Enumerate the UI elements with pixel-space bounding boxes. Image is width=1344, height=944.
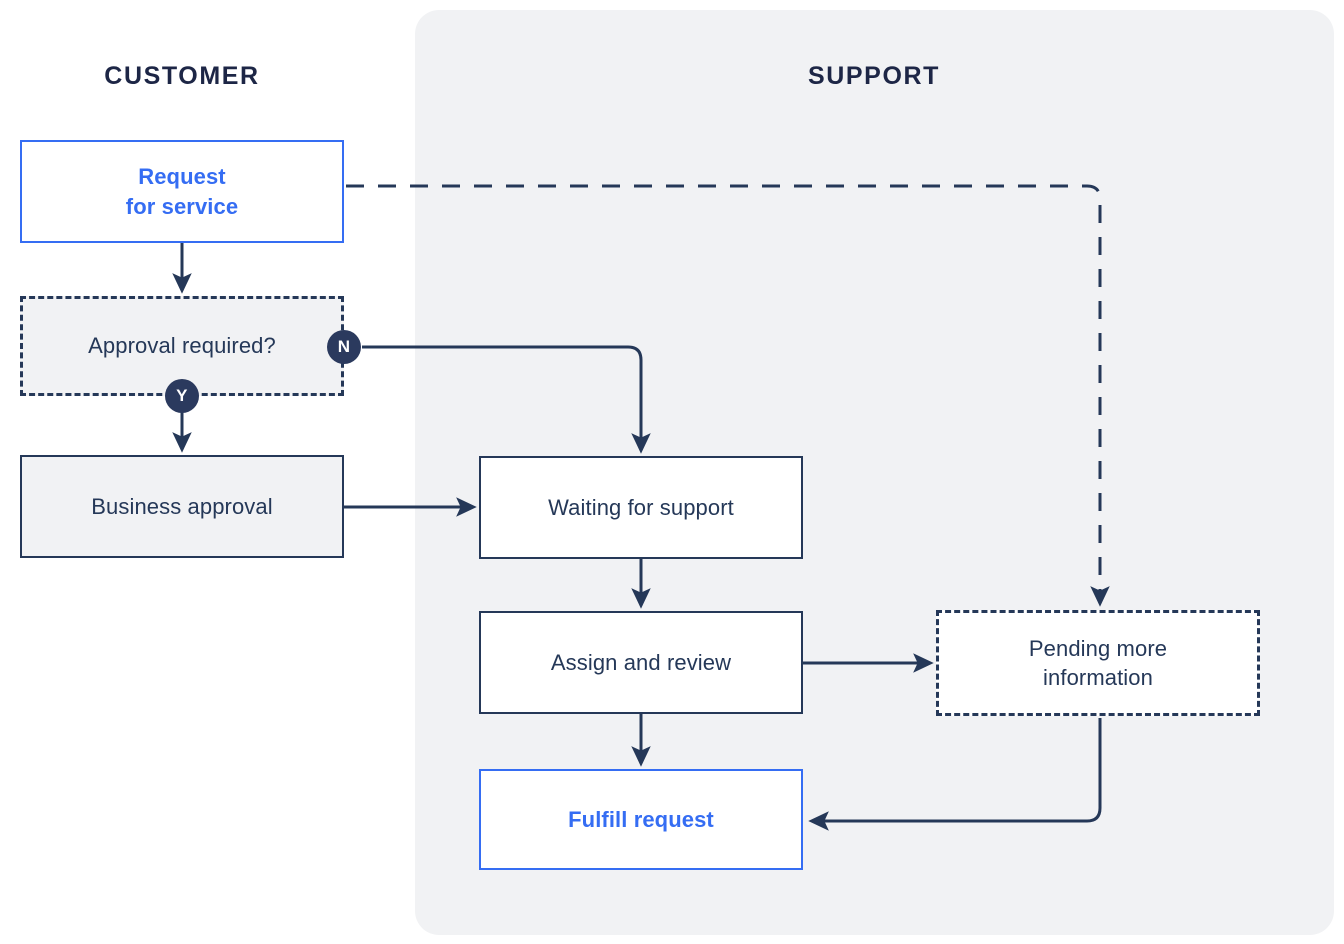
lane-title-support: SUPPORT [807,62,941,90]
node-approval-required-label: Approval required? [88,333,276,359]
node-fulfill-request-label: Fulfill request [568,806,714,832]
node-request-for-service-label: Request for service [125,164,239,219]
node-fulfill-request[interactable]: Fulfill request [479,769,803,870]
node-request-for-service[interactable]: Request for service [20,140,344,243]
node-pending-more-information-label: Pending more information [1028,635,1168,690]
node-assign-and-review[interactable]: Assign and review [479,611,803,714]
node-business-approval-label: Business approval [91,493,273,519]
node-pending-more-information[interactable]: Pending more information [936,610,1260,716]
node-business-approval[interactable]: Business approval [20,455,344,558]
node-assign-and-review-label: Assign and review [550,649,732,675]
decision-badge-no: N [327,330,361,364]
decision-badge-yes: Y [165,379,199,413]
node-waiting-for-support-label: Waiting for support [548,494,734,520]
lane-title-customer: CUSTOMER [104,62,260,90]
node-waiting-for-support[interactable]: Waiting for support [479,456,803,559]
